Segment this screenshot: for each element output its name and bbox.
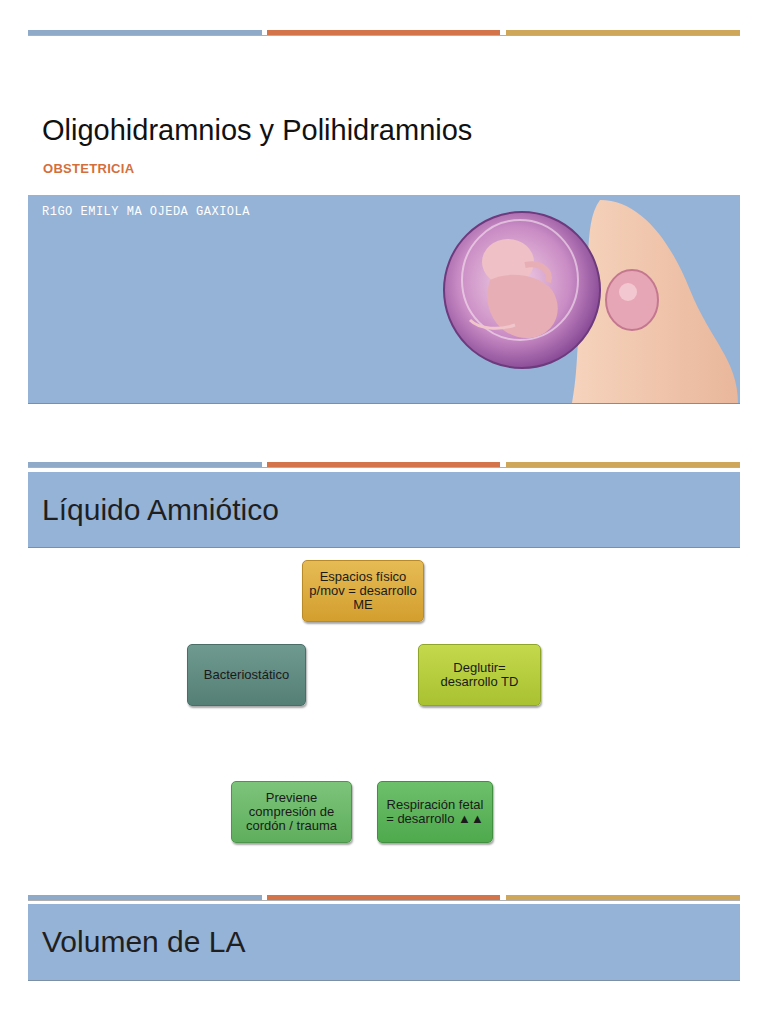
process-box: Respiración fetal = desarrollo ▲▲ [377, 781, 493, 843]
author-band: R1GO EMILY MA OJEDA GAXIOLA [28, 195, 740, 404]
accent-bars [28, 462, 740, 468]
node-text: Deglutir= desarrollo TD [425, 661, 534, 690]
node-text: Volumen de LA [42, 925, 245, 959]
section-header-band: Volumen de LA [28, 904, 740, 981]
subtitle-label: OBSTETRICIA [43, 161, 134, 176]
process-box: Bacteriostático [187, 644, 306, 706]
process-box: Previene compresión de cordón / trauma [231, 781, 352, 843]
accent-bars [28, 30, 740, 36]
node-text: Previene compresión de cordón / trauma [238, 791, 345, 834]
process-box: Espacios físico p/mov = desarrollo ME [302, 560, 424, 622]
node-text: Espacios físico p/mov = desarrollo ME [309, 570, 417, 613]
slide-title: Oligohidramnios y Polihidramnios [42, 114, 472, 147]
process-box: Deglutir= desarrollo TD [418, 644, 541, 706]
node-text: Bacteriostático [204, 668, 289, 682]
section-header-band: Líquido Amniótico [28, 472, 740, 548]
node-text: Líquido Amniótico [42, 493, 279, 527]
accent-bars [28, 895, 740, 901]
node-text: R1GO EMILY MA OJEDA GAXIOLA [42, 205, 740, 219]
node-text: Respiración fetal = desarrollo ▲▲ [384, 798, 486, 827]
